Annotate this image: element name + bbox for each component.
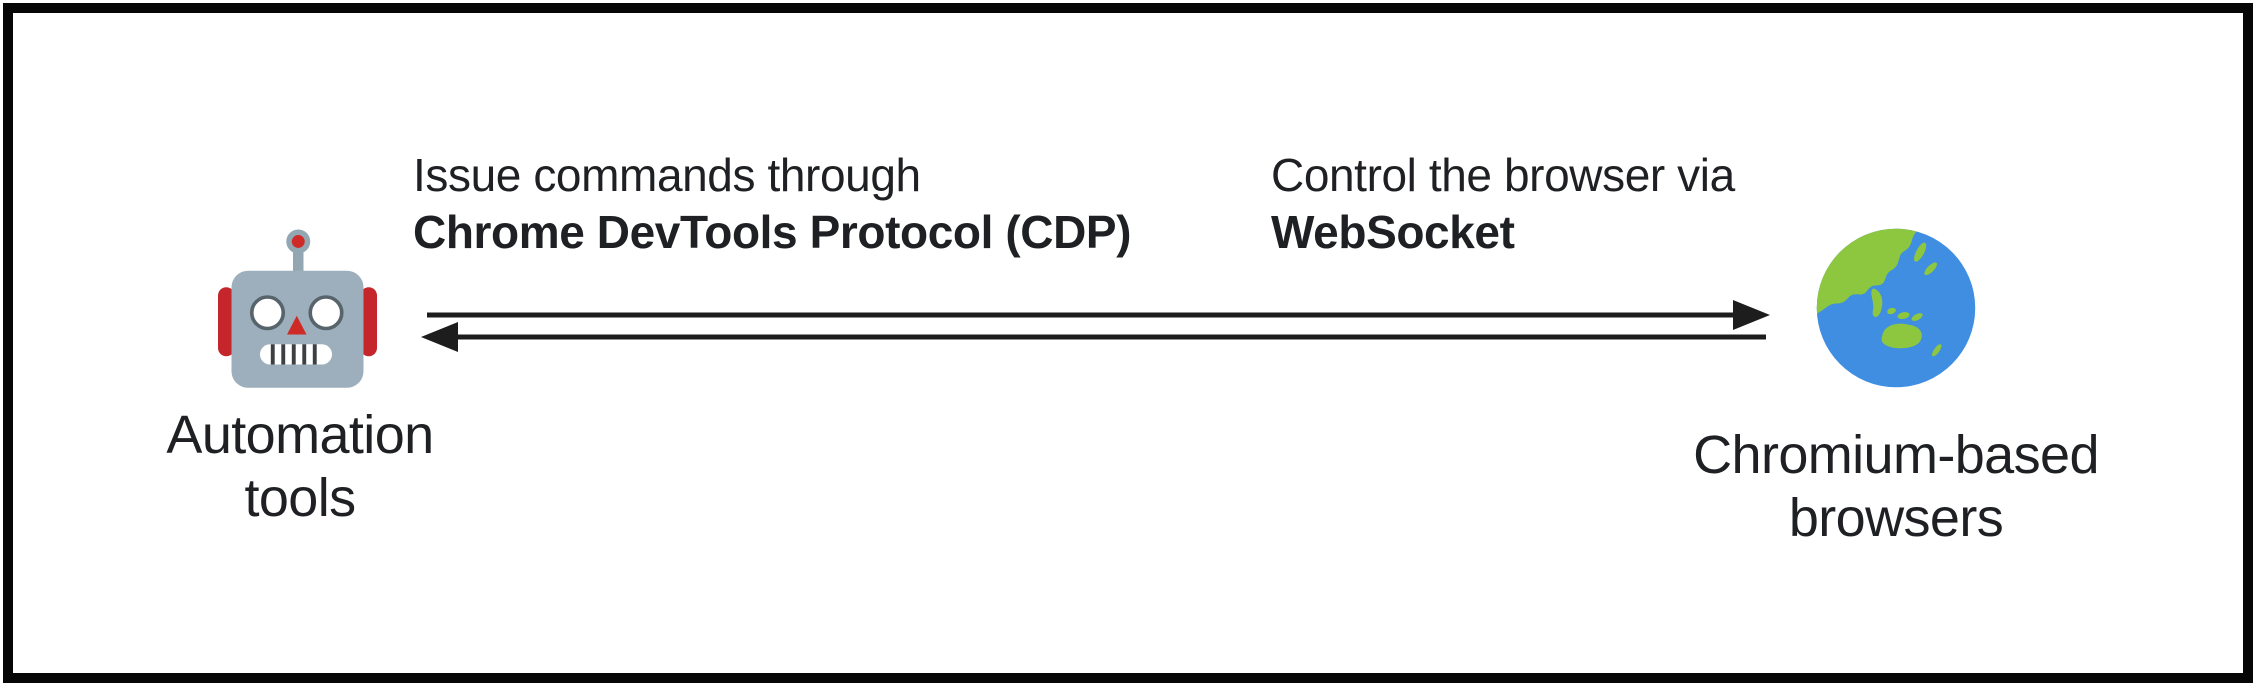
chromium-browsers-label-line2: browsers <box>1788 488 2004 548</box>
websocket-annotation-line1: Control the browser via <box>1271 149 1735 201</box>
chromium-browsers-label: Chromium-based browsers <box>1656 424 2136 550</box>
automation-tools-label: Automation tools <box>120 404 480 530</box>
websocket-annotation: Control the browser via WebSocket <box>1271 147 1735 261</box>
cdp-annotation-line1: Issue commands through <box>413 149 921 201</box>
robot-icon <box>218 229 377 388</box>
cdp-annotation-line2: Chrome DevTools Protocol (CDP) <box>413 206 1132 258</box>
globe-icon <box>1816 228 1976 388</box>
automation-tools-label-line2: tools <box>244 468 356 528</box>
automation-tools-label-line1: Automation <box>166 405 434 465</box>
cdp-annotation: Issue commands through Chrome DevTools P… <box>413 147 1131 261</box>
websocket-annotation-line2: WebSocket <box>1271 206 1515 258</box>
chromium-browsers-label-line1: Chromium-based <box>1693 425 2099 485</box>
